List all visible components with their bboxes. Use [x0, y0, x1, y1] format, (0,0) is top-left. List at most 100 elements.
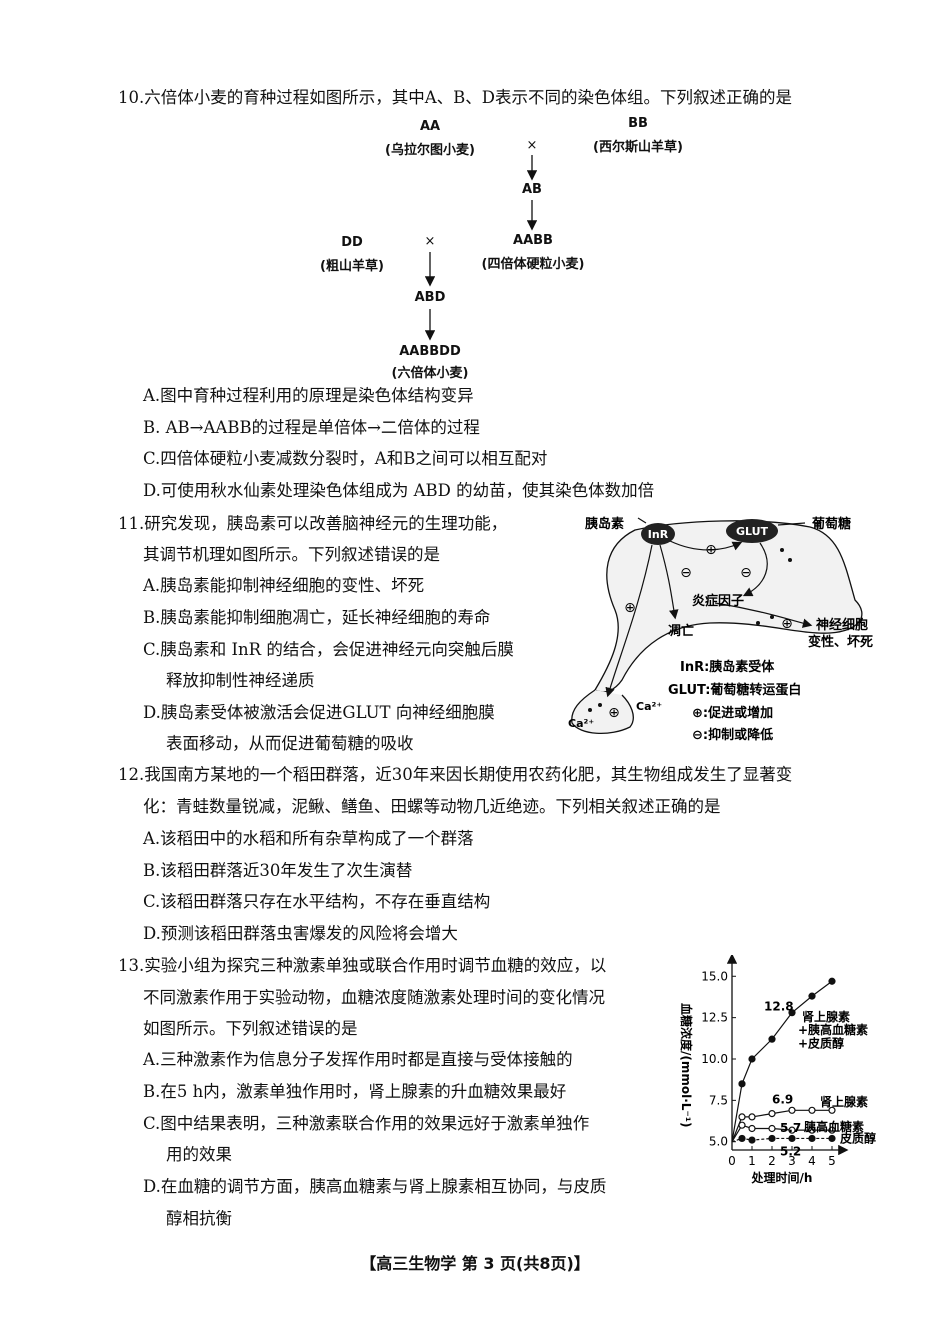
y-tick-label: 7.5	[709, 1093, 728, 1107]
data-point	[808, 1126, 816, 1134]
x-tick-label: 5	[828, 1154, 836, 1168]
data-point	[828, 1106, 836, 1114]
ca-label-1: Ca²⁺	[636, 700, 662, 713]
x-axis-label: 处理时间/h	[751, 1170, 813, 1185]
x-tick-label: 4	[808, 1154, 816, 1168]
series-label-cortisol: 皮质醇	[839, 1130, 876, 1145]
q12-stem-line2: 化：青蛙数量锐减，泥鳅、鳝鱼、田螺等动物几近绝迹。下列相关叙述正确的是	[143, 797, 721, 816]
q11-stem-line2: 其调节机理如图所示。下列叙述错误的是	[143, 545, 440, 564]
neuro-label-1: 神经细胞	[816, 617, 868, 633]
minus-mark-1: ⊖	[680, 565, 692, 581]
q12-option-d: D.预测该稻田群落虫害爆发的风险将会增大	[143, 924, 458, 943]
y-tick-label: 12.5	[701, 1011, 728, 1025]
q10-ab: AB	[522, 182, 542, 197]
data-point	[738, 1080, 746, 1088]
data-point	[748, 1055, 756, 1063]
data-point	[738, 1134, 746, 1143]
data-point	[788, 1106, 796, 1114]
q12-option-c: C.该稻田群落只存在水平结构，不存在垂直结构	[143, 892, 491, 911]
annotation-12-8: 12.8	[764, 1000, 794, 1014]
q11-option-c: C.胰岛素和 InR 的结合，会促进神经元向突触后膜	[143, 640, 514, 659]
series-line-3	[731, 1137, 832, 1143]
y-axis-label: 血糖浓度/(mmol·L⁻¹)	[679, 1003, 694, 1128]
data-point	[828, 1126, 836, 1134]
q10-dd-name: (粗山羊草)	[320, 259, 384, 274]
data-point	[768, 1134, 776, 1143]
annotation-6-9: 6.9	[772, 1092, 793, 1106]
data-point	[738, 1113, 746, 1121]
x-tick-label: 3	[788, 1154, 796, 1168]
q10-aabb-name: (四倍体硬粒小麦)	[481, 257, 585, 272]
q11-option-d: D.胰岛素受体被激活会促进GLUT 向神经细胞膜	[143, 703, 495, 722]
data-point	[768, 1124, 776, 1133]
q12-option-a: A.该稻田中的水稻和所有杂草构成了一个群落	[143, 829, 474, 848]
q11-option-b: B.胰岛素能抑制细胞凋亡，延长神经细胞的寿命	[143, 608, 491, 627]
data-point	[738, 1121, 746, 1129]
q10-option-c: C.四倍体硬粒小麦减数分裂时，A和B之间可以相互配对	[143, 449, 548, 468]
minus-mark-2: ⊖	[740, 565, 752, 581]
y-tick-label: 15.0	[701, 969, 728, 983]
q13-option-c: C.图中结果表明，三种激素联合作用的效果远好于激素单独作	[143, 1114, 590, 1133]
q13-option-c-line2: 用的效果	[166, 1145, 232, 1164]
insulin-label: 胰岛素	[585, 516, 624, 532]
q11-figure-svg: InR GLUT ⊕ ⊖ ⊖ ⊕ ⊕ ⊕ 胰岛素 葡萄糖 炎症因子 凋亡 神经细…	[568, 516, 873, 743]
q13-stem-line1: 13.实验小组为探究三种激素单独或联合作用时调节血糖的效应，以	[118, 956, 607, 975]
ca-label-2: Ca²⁺	[568, 717, 594, 730]
legend-1: InR:胰岛素受体	[680, 659, 775, 675]
data-point	[808, 992, 816, 1000]
q13-option-b: B.在5 h内，激素单独作用时，肾上腺素的升血糖效果最好	[143, 1082, 567, 1101]
inflam-label: 炎症因子	[692, 593, 744, 609]
data-point	[748, 1113, 756, 1121]
data-point	[828, 977, 836, 985]
x-tick-label: 2	[768, 1154, 776, 1168]
series-label-combo-1: 肾上腺素	[802, 1009, 850, 1024]
q12-stem-line1: 12.我国南方某地的一个稻田群落，近30年来因长期使用农药化肥，其生物组成发生了…	[118, 765, 793, 784]
q10-option-b: B. AB→AABB的过程是单倍体→二倍体的过程	[143, 418, 480, 437]
q10-bb: BB	[628, 116, 648, 131]
q10-stem: 10.六倍体小麦的育种过程如图所示，其中A、B、D表示不同的染色体组。下列叙述正…	[118, 88, 793, 107]
data-point	[748, 1124, 756, 1133]
legend-2: GLUT:葡萄糖转运蛋白	[668, 682, 801, 698]
q10-abd: ABD	[414, 290, 446, 305]
series-label-combo-3: +皮质醇	[798, 1035, 844, 1050]
y-tick-label: 10.0	[701, 1052, 728, 1066]
data-point	[828, 1134, 836, 1143]
annotation-5-7: 5.7	[780, 1121, 801, 1135]
legend-3: ⊕:促进或增加	[692, 705, 773, 721]
annotation-5-2: 5.2	[780, 1144, 801, 1158]
page-footer: 【高三生物学 第 3 页(共8页)】	[360, 1254, 590, 1273]
series-label-glucagon: 胰高血糖素	[804, 1119, 864, 1134]
plus-mark-1: ⊕	[705, 542, 717, 558]
data-point	[788, 1134, 796, 1143]
q10-aabbdd: AABBDD	[399, 344, 461, 359]
glucose-label: 葡萄糖	[811, 516, 851, 532]
data-point	[768, 1035, 776, 1043]
q10-option-a: A.图中育种过程利用的原理是染色体结构变异	[143, 386, 474, 405]
data-point	[788, 1009, 796, 1017]
q13-stem-line3: 如图所示。下列叙述错误的是	[143, 1019, 358, 1038]
plus-mark-2: ⊕	[624, 600, 636, 616]
q13-option-d-line2: 醇相抗衡	[166, 1209, 232, 1228]
x-tick-label: 1	[748, 1154, 756, 1168]
q11-option-d-line2: 表面移动，从而促进葡萄糖的吸收	[166, 734, 414, 753]
q10-cross-1: ×	[526, 138, 538, 153]
q10-option-d: D.可使用秋水仙素处理染色体组成为 ABD 的幼苗，使其染色体数加倍	[143, 481, 655, 500]
q10-aa: AA	[419, 119, 441, 134]
plus-mark-3: ⊕	[781, 616, 793, 632]
glut-label: GLUT	[736, 525, 769, 538]
y-tick-label: 5.0	[709, 1135, 728, 1149]
q13-option-d: D.在血糖的调节方面，胰高血糖素与肾上腺素相互协同，与皮质	[143, 1177, 607, 1196]
q10-arrows	[424, 155, 538, 341]
q12-option-b: B.该稻田群落近30年发生了次生演替	[143, 861, 413, 880]
series-label-epinephrine: 肾上腺素	[820, 1094, 868, 1109]
data-point	[768, 1110, 776, 1118]
q10-aabb: AABB	[513, 233, 553, 248]
q10-bb-name: (西尔斯山羊草)	[593, 140, 683, 155]
q10-aabbdd-name: (六倍体小麦)	[391, 366, 469, 381]
neuro-label-2: 变性、坏死	[808, 634, 873, 650]
data-point	[808, 1134, 816, 1143]
apoptosis-label: 凋亡	[668, 623, 694, 639]
data-point	[808, 1106, 816, 1114]
q10-dd: DD	[341, 235, 363, 250]
